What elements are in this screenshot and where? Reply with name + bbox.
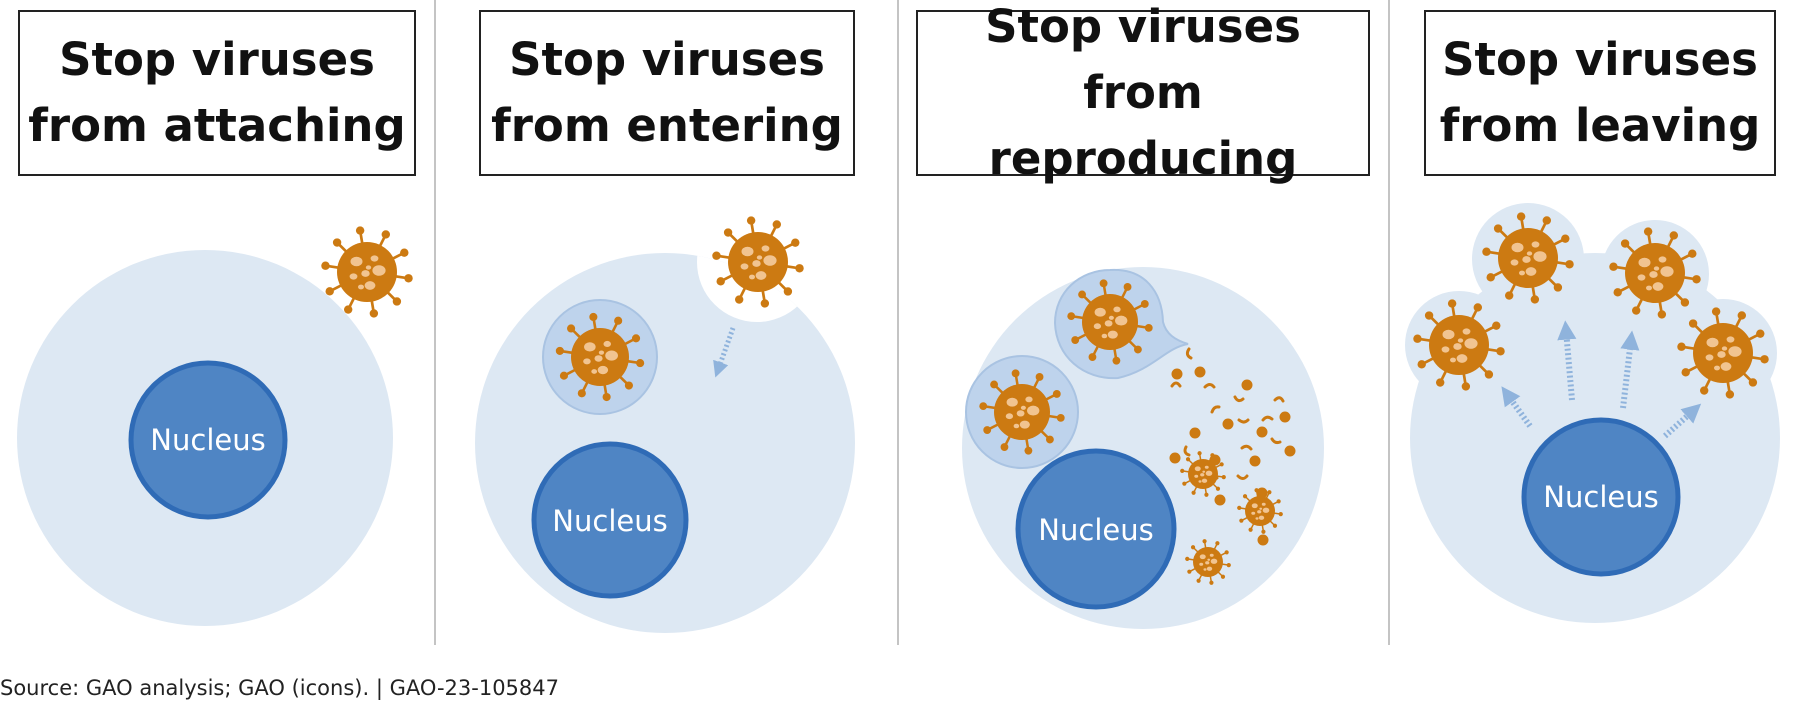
- panel-2-title-line1: Stop viruses: [509, 33, 825, 86]
- panel-2-title-line2: from entering: [491, 99, 843, 152]
- panel-1-title-line2: from attaching: [28, 99, 406, 152]
- panel-1-title-line1: Stop viruses: [59, 33, 375, 86]
- panel-4-nucleus: [1521, 417, 1681, 577]
- virus-icon: [1482, 212, 1574, 304]
- virus-icon: [1185, 539, 1231, 585]
- virus-icon: [321, 226, 413, 318]
- virus-icon: [1180, 451, 1226, 497]
- panel-1-nucleus: [128, 360, 288, 520]
- panel-4-title: Stop viruses from leaving: [1424, 10, 1776, 176]
- panel-3-nucleus: [1015, 448, 1177, 610]
- panel-2-nucleus: [531, 441, 689, 599]
- panel-4-title-line2: from leaving: [1439, 99, 1761, 152]
- panel-4-title-line1: Stop viruses: [1442, 33, 1758, 86]
- virus-icon: [1677, 307, 1769, 399]
- virus-icon: [712, 216, 804, 308]
- virus-icon: [1067, 279, 1153, 365]
- panel-3-illustration: Nucleus: [962, 267, 1324, 629]
- panel-2-nucleus-label: Nucleus: [552, 504, 667, 538]
- arrow-icon: [713, 327, 736, 378]
- panel-2-illustration: Nucleus: [475, 216, 855, 633]
- panel-4-nucleus-label: Nucleus: [1543, 480, 1658, 514]
- virus-icon: [979, 369, 1065, 455]
- source-note: Source: GAO analysis; GAO (icons). | GAO…: [0, 676, 559, 700]
- panel-4-illustration: Nucleus: [1405, 203, 1780, 623]
- panel-3-nucleus-label: Nucleus: [1038, 513, 1153, 547]
- panel-2-title: Stop viruses from entering: [479, 10, 855, 176]
- panel-divider: [897, 0, 899, 645]
- panel-3-title: Stop viruses from reproducing: [916, 0, 1370, 185]
- arrow-icon: [1662, 403, 1702, 439]
- panel-1-nucleus-label: Nucleus: [150, 423, 265, 457]
- panel-3-title-line1: Stop viruses from: [985, 0, 1301, 119]
- virus-icon: [555, 312, 645, 402]
- panel-divider: [434, 0, 436, 645]
- panel-1-title: Stop viruses from attaching: [18, 10, 416, 176]
- virus-icon: [1237, 488, 1283, 534]
- arrow-icon: [1557, 320, 1577, 401]
- virus-icon: [1413, 299, 1505, 391]
- panel-1-illustration: Nucleus: [17, 226, 413, 626]
- panel-3-title-line2: reproducing: [988, 132, 1298, 185]
- virus-icon: [1609, 227, 1701, 319]
- panel-divider: [1388, 0, 1390, 645]
- arrow-icon: [1501, 386, 1533, 428]
